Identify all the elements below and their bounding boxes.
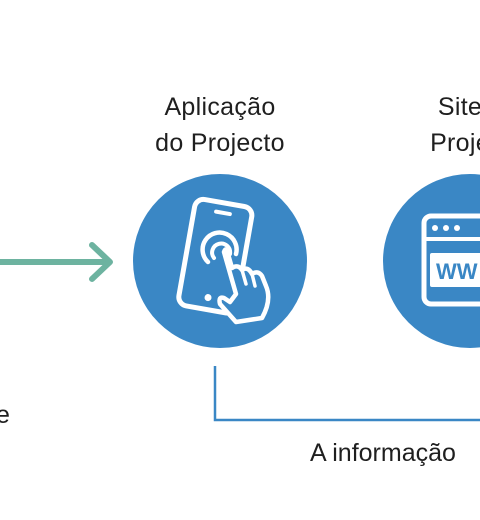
info-connector-line: [213, 366, 480, 422]
www-browser-icon: WW: [421, 213, 480, 307]
app-node-label-line-2: do Projecto: [155, 129, 285, 157]
app-node-label: Aplicação do Projecto: [130, 89, 310, 161]
site-node: WW: [383, 174, 480, 348]
app-node-label-line-1: Aplicação: [164, 93, 276, 121]
site-node-label-line-1: Site: [437, 93, 480, 121]
app-node: [133, 174, 307, 348]
flow-arrow: [0, 242, 113, 282]
left-text-fragment: e: [0, 401, 10, 429]
phone-touch-icon: [176, 196, 271, 325]
site-node-label: Site Proje: [400, 89, 480, 161]
www-text: WW: [436, 259, 478, 284]
site-node-label-line-2: Proje: [430, 129, 480, 157]
info-flow-label: A informação: [310, 439, 456, 467]
